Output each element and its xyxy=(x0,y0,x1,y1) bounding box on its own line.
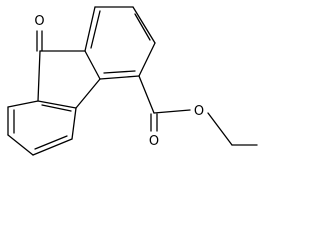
bond-oxygen-to-ethyl xyxy=(207,112,233,146)
bond-c4a-c9a xyxy=(37,100,77,109)
bond-r4 xyxy=(138,42,156,77)
bond-l6-inner xyxy=(41,104,72,112)
ester-oxygen-label: O xyxy=(194,104,204,119)
bond-c8a-c4b xyxy=(84,50,101,80)
bond-c9-c9a xyxy=(37,50,41,102)
bond-ring-to-carbonyl xyxy=(138,75,155,114)
bond-c4b-c4a xyxy=(75,78,101,109)
five-membered-ring xyxy=(37,50,101,109)
bond-r5-inner xyxy=(103,70,136,74)
bond-r1-inner xyxy=(90,10,101,49)
bond-r5 xyxy=(99,75,140,80)
ketone-group: O xyxy=(34,14,45,52)
right-benzene-ring xyxy=(84,6,156,80)
ketone-oxygen-label: O xyxy=(34,14,44,29)
chemical-structure: O O O xyxy=(0,0,262,169)
bond-r3 xyxy=(132,6,156,44)
bond-l4 xyxy=(32,138,73,156)
bond-l4-inner xyxy=(34,135,68,150)
bond-l5 xyxy=(71,107,77,140)
bond-l1 xyxy=(7,100,39,108)
left-benzene-ring xyxy=(7,100,77,156)
bond-r1 xyxy=(84,6,96,52)
bond-carbonyl-to-ester-oxygen xyxy=(153,109,191,114)
ester-group: O O xyxy=(138,75,258,149)
canvas-background xyxy=(0,0,262,169)
bond-l3 xyxy=(7,134,34,156)
bond-r3-inner xyxy=(134,13,151,41)
carbonyl-oxygen-label: O xyxy=(149,134,159,149)
